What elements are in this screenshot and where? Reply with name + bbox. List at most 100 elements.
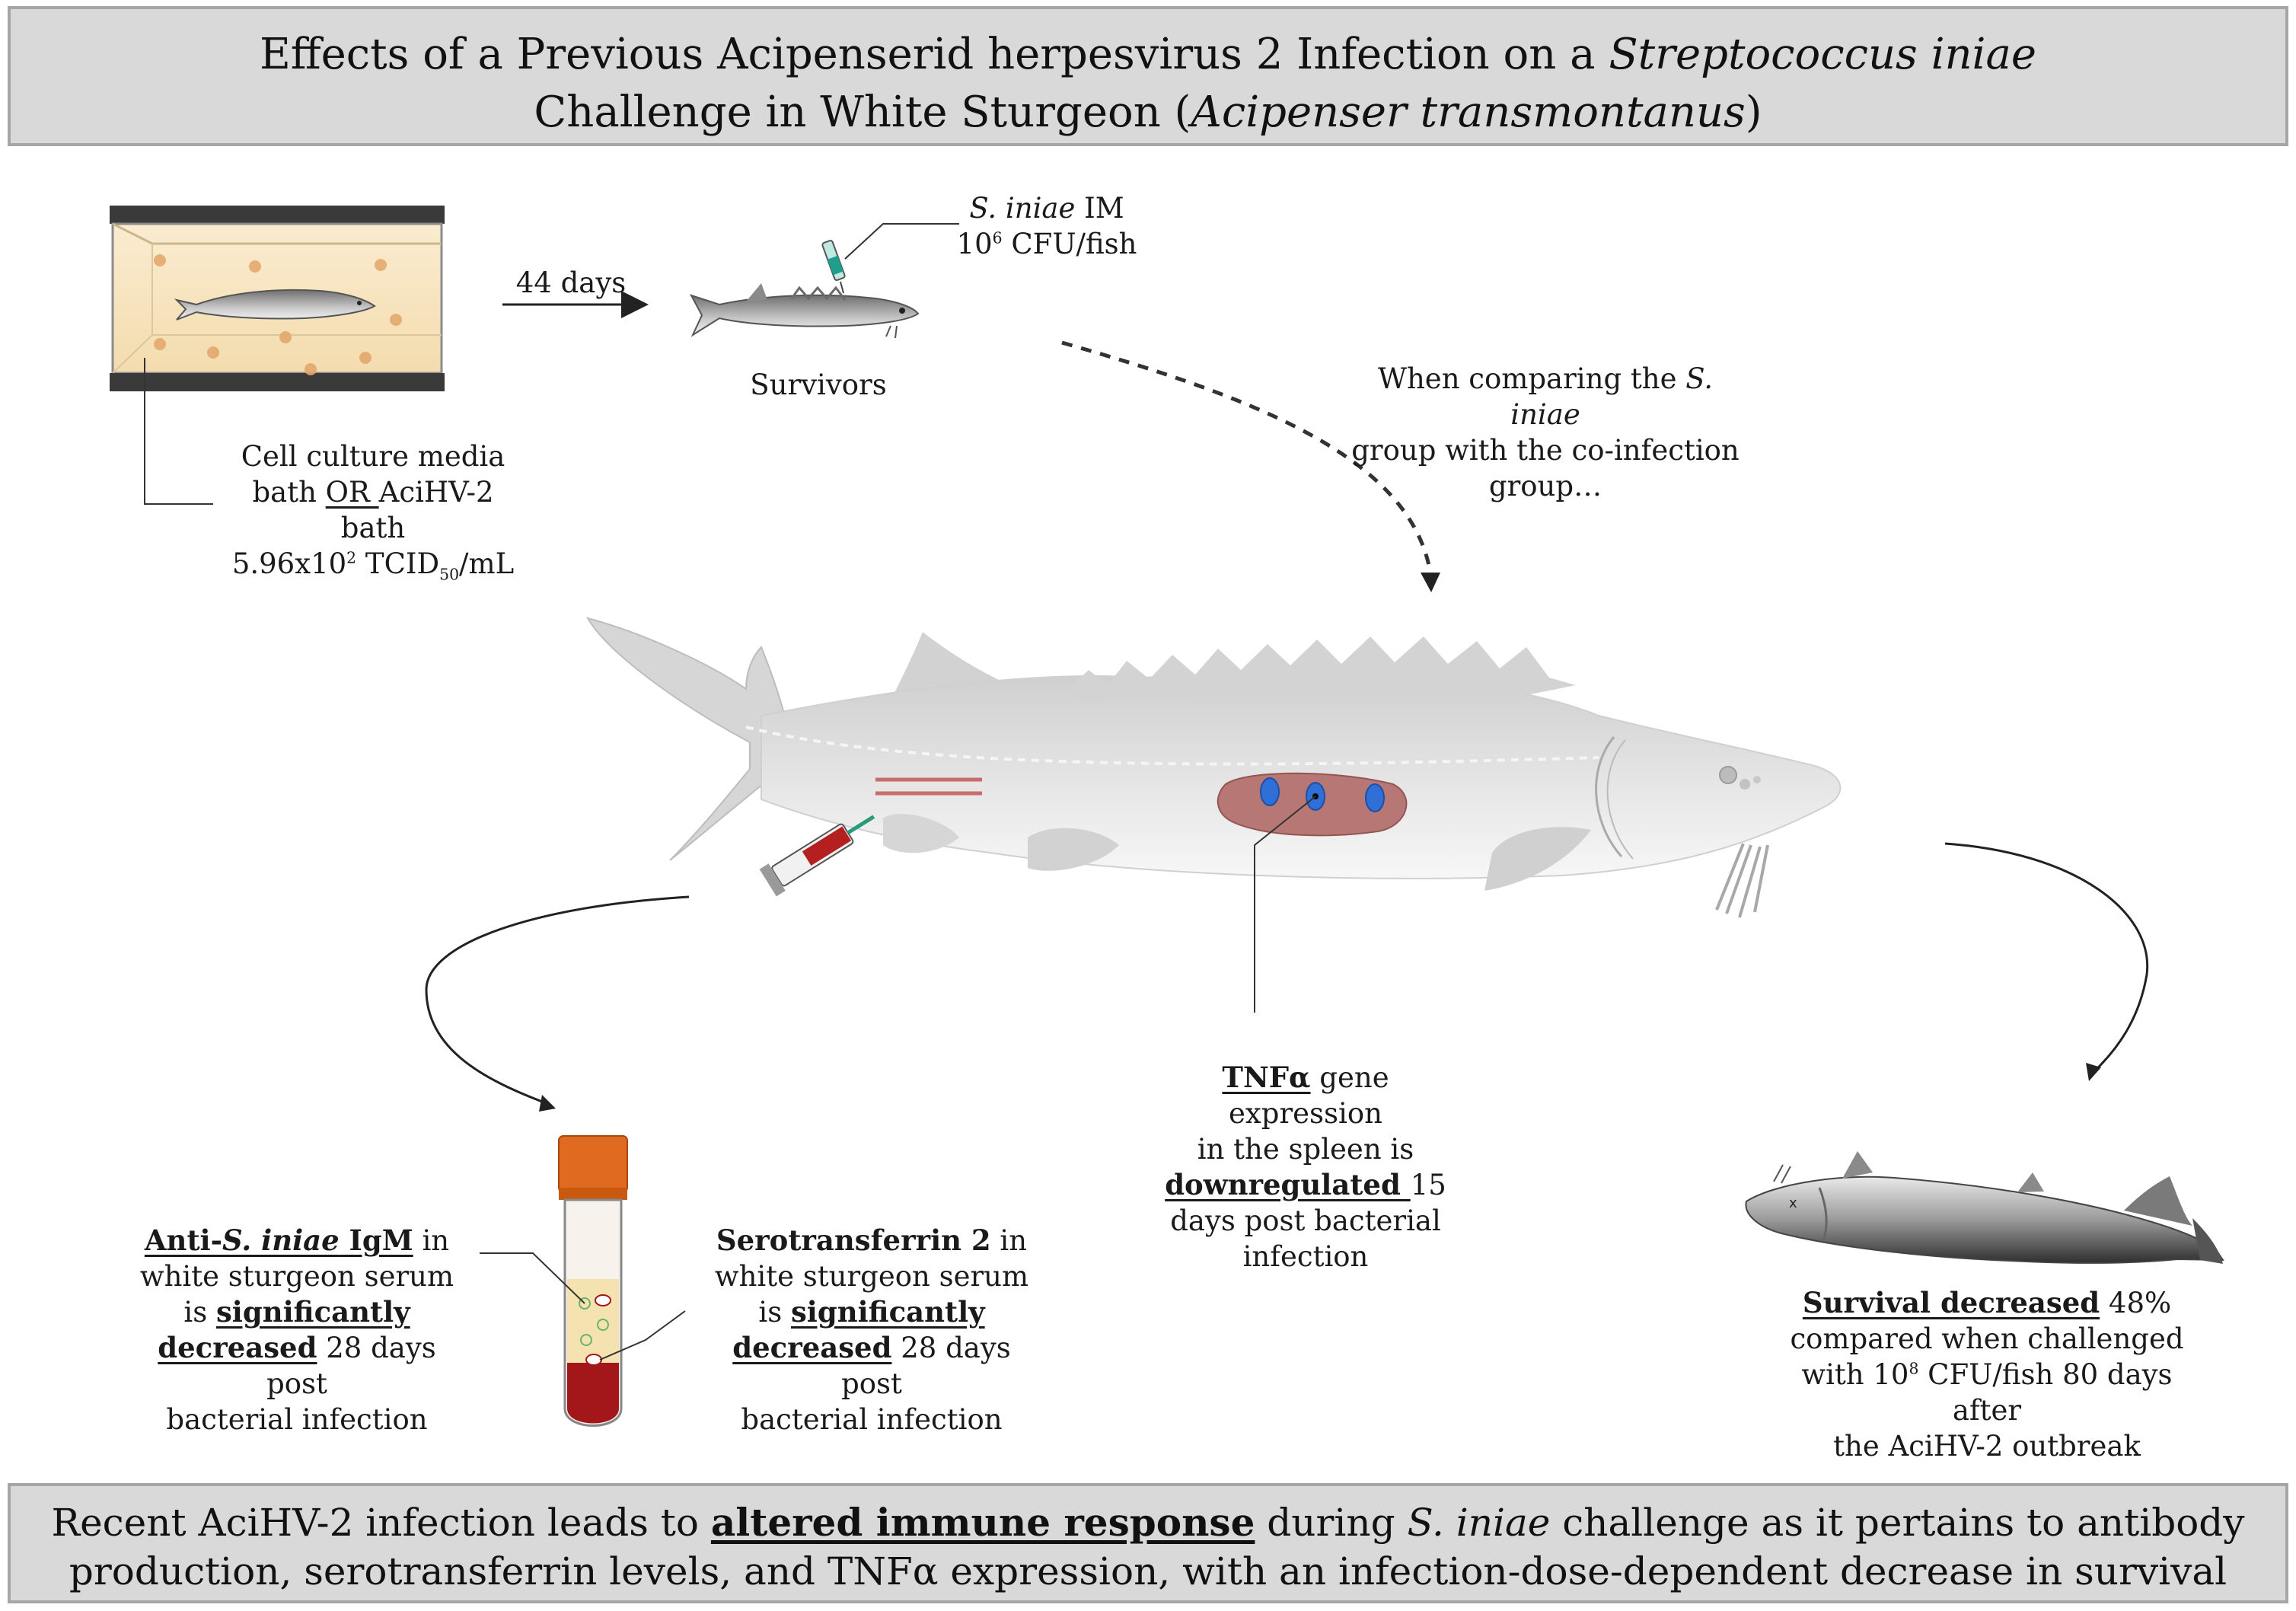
tank-label-or: OR <box>325 476 379 509</box>
conclusion-banner: Recent AciHV-2 infection leads to altere… <box>8 1483 2288 1603</box>
tank-treatment-label: Cell culture media bath OR AciHV-2 bath … <box>221 439 525 582</box>
igm-line-5: bacterial infection <box>166 1403 428 1436</box>
serotransferrin-decreased: decreased <box>732 1331 892 1364</box>
virus-icon-1 <box>1260 777 1280 806</box>
serotransferrin-line-3: is significantly <box>700 1294 1043 1330</box>
igm-line-3: is significantly <box>129 1294 464 1330</box>
tank-label-line-1: Cell culture media <box>241 440 505 473</box>
serotransferrin-finding: Serotransferrin 2 in white sturgeon seru… <box>700 1223 1043 1437</box>
dose-per-ml: /mL <box>459 547 515 580</box>
survival-dose: with 10 <box>1801 1358 1909 1391</box>
serotransferrin-line-4: decreased 28 days post <box>700 1330 1043 1402</box>
igm-in: in <box>413 1224 450 1257</box>
serotransferrin-in: in <box>990 1224 1028 1257</box>
serotransferrin-leader-line <box>599 1310 686 1361</box>
injection-dose-exponent: 6 <box>992 228 1003 247</box>
igm-significantly: significantly <box>215 1295 410 1329</box>
igm-decreased: decreased <box>158 1331 317 1364</box>
tank-sturgeon-icon <box>174 289 376 321</box>
injection-dose: 10 <box>956 228 993 260</box>
tnf-line-3: downregulated 15 <box>1142 1167 1469 1203</box>
survivors-label: Survivors <box>750 368 887 401</box>
igm-line-4: decreased 28 days post <box>129 1330 464 1402</box>
survival-dose-exponent: 8 <box>1909 1359 1919 1378</box>
conclusion-highlight: altered immune response <box>710 1500 1255 1545</box>
serotransferrin-significantly: significantly <box>790 1295 985 1329</box>
comparison-species: S. iniae <box>1510 362 1714 431</box>
dose-unit: TCID <box>356 547 440 580</box>
igm-finding: Anti-S. iniae IgM in white sturgeon seru… <box>129 1223 464 1437</box>
serotransferrin-line-2: white sturgeon serum <box>714 1260 1029 1293</box>
comparison-line-2: group with the co-infection <box>1351 434 1740 467</box>
tnf-line-4: days post bacterial <box>1170 1204 1441 1237</box>
tnf-line-2: in the spleen is <box>1197 1133 1414 1166</box>
title-close-paren: ) <box>1745 88 1762 137</box>
injection-species: S. iniae <box>969 192 1076 225</box>
title-line-2: Challenge in White Sturgeon (Acipenser t… <box>11 84 2285 142</box>
conclusion-line-1: Recent AciHV-2 infection leads to altere… <box>11 1498 2285 1547</box>
injection-leader-line <box>844 223 959 260</box>
spleen-icon <box>1217 772 1408 837</box>
conclusion-species: S. iniae <box>1407 1501 1551 1545</box>
survival-dose-unit: CFU/fish 80 days after <box>1918 1358 2173 1427</box>
svg-text:x: x <box>1789 1195 1797 1211</box>
serotransferrin-line-5: bacterial infection <box>741 1403 1003 1436</box>
tnf-line-5: infection <box>1242 1240 1369 1273</box>
tnf-downregulated: downregulated <box>1165 1168 1411 1201</box>
igm-leader-line <box>480 1252 585 1304</box>
dose-mantissa: 5.96x10 <box>231 547 347 580</box>
igm-is: is <box>183 1296 216 1329</box>
title-banner: Effects of a Previous Acipenserid herpes… <box>8 6 2288 146</box>
blood-syringe-icon <box>759 815 875 897</box>
title-line-1: Effects of a Previous Acipenserid herpes… <box>11 26 2285 84</box>
tnf-gene: TNFα <box>1222 1061 1311 1094</box>
blood-tube-icon <box>558 1135 628 1427</box>
survival-line-3: with 108 CFU/fish 80 days after <box>1774 1357 2200 1428</box>
igm-prefix: Anti- <box>144 1223 222 1257</box>
survival-line-2: compared when challenged <box>1790 1322 2184 1355</box>
aquarium-tank <box>110 206 445 391</box>
igm-line-1: Anti-S. iniae IgM in <box>129 1223 464 1258</box>
tnf-expression: gene expression <box>1229 1061 1389 1130</box>
tank-label-acihv: AciHV-2 bath <box>340 476 494 544</box>
days-label: 44 days <box>515 266 627 299</box>
survival-percent: 48% <box>2100 1287 2172 1319</box>
serum-curved-arrow <box>425 895 690 1105</box>
injection-route: IM <box>1075 192 1124 225</box>
survivor-sturgeon-icon <box>689 283 920 339</box>
tank-leader-line <box>144 358 213 505</box>
dose-exponent: 2 <box>346 548 357 567</box>
virus-particles <box>154 254 402 375</box>
title-host-species: Acipenser transmontanus <box>1191 88 1746 137</box>
igm-species: S. iniae <box>222 1223 340 1257</box>
conclusion-text: Recent AciHV-2 infection leads to <box>51 1501 711 1545</box>
conclusion-text-2: challenge as it pertains to antibody <box>1550 1501 2245 1545</box>
serotransferrin-days: 28 days post <box>841 1332 1011 1400</box>
survival-finding: Survival decreased 48% compared when cha… <box>1774 1285 2200 1464</box>
igm-days: 28 days post <box>266 1332 436 1400</box>
injection-dose-unit: CFU/fish <box>1002 228 1137 260</box>
survival-decreased: Survival decreased <box>1802 1286 2100 1319</box>
title-species: Streptococcus iniae <box>1609 30 2036 79</box>
comparison-line-1: When comparing the S. iniae <box>1340 361 1751 432</box>
comparison-text: When comparing the <box>1377 362 1686 395</box>
virus-icon-3 <box>1365 783 1385 812</box>
tank-base <box>110 373 445 391</box>
tnf-finding: TNFα gene expression in the spleen is do… <box>1142 1060 1469 1274</box>
comparison-line-3: group… <box>1488 470 1602 502</box>
igm-line-2: white sturgeon serum <box>139 1260 454 1293</box>
serotransferrin-protein: Serotransferrin 2 <box>716 1223 991 1257</box>
igm-antibody: IgM <box>339 1223 413 1257</box>
comparison-dashed-arrow <box>1061 340 1433 579</box>
conclusion-during: during <box>1255 1501 1408 1545</box>
tank-label-bath: bath <box>252 476 326 509</box>
injection-line-2: 106 CFU/fish <box>952 226 1142 262</box>
tank-label-line-3: 5.96x102 TCID50/mL <box>221 546 525 582</box>
survival-curved-arrow <box>1944 842 2149 1075</box>
tnf-line-1: TNFα gene expression <box>1142 1060 1469 1131</box>
injection-line-1: S. iniae IM <box>952 190 1142 226</box>
dose-unit-sub: 50 <box>439 565 460 584</box>
serotransferrin-is: is <box>758 1296 791 1329</box>
tank-label-line-2: bath OR AciHV-2 bath <box>221 474 525 546</box>
